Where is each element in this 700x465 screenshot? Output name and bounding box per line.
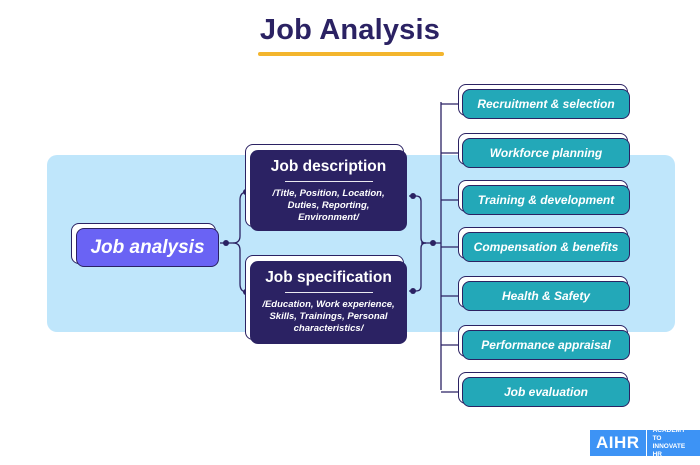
use-node-recruitment: Recruitment & selection xyxy=(462,89,630,119)
use-node-performance-appraisal: Performance appraisal xyxy=(462,330,630,360)
title-underline xyxy=(258,52,444,56)
job-specification-node: Job specification /Education, Work exper… xyxy=(250,261,407,344)
job-description-node: Job description /Title, Position, Locati… xyxy=(250,150,407,231)
logo-tagline-line-2: INNOVATE HR xyxy=(652,443,686,458)
use-node-workforce-planning: Workforce planning xyxy=(462,138,630,168)
use-node-label: Performance appraisal xyxy=(481,338,611,352)
use-node-training: Training & development xyxy=(462,185,630,215)
job-description-divider xyxy=(284,181,373,182)
use-node-job-evaluation: Job evaluation xyxy=(462,377,630,407)
use-node-label: Workforce planning xyxy=(489,146,603,160)
root-node-label: Job analysis xyxy=(90,236,205,258)
use-node-label: Compensation & benefits xyxy=(473,240,619,254)
use-node-label: Recruitment & selection xyxy=(477,97,615,111)
use-node-health-safety: Health & Safety xyxy=(462,281,630,311)
root-node: Job analysis xyxy=(76,228,219,267)
job-description-title: Job description xyxy=(270,158,387,175)
use-node-label: Training & development xyxy=(477,193,615,207)
job-specification-divider xyxy=(284,292,373,293)
job-description-details: /Title, Position, Location, Duties, Repo… xyxy=(272,188,385,223)
use-node-label: Health & Safety xyxy=(501,289,591,303)
logo-tagline-line-1: ACADEMY TO xyxy=(652,427,686,442)
job-specification-title: Job specification xyxy=(265,269,392,286)
use-node-compensation: Compensation & benefits xyxy=(462,232,630,262)
use-node-label: Job evaluation xyxy=(503,385,589,399)
logo-mark: AIHR xyxy=(590,430,646,456)
logo-tagline: ACADEMY TO INNOVATE HR xyxy=(645,427,700,458)
aihr-logo: AIHR ACADEMY TO INNOVATE HR xyxy=(590,427,700,458)
job-specification-details: /Education, Work experience, Skills, Tra… xyxy=(262,299,395,334)
page-title: Job Analysis xyxy=(259,14,441,46)
